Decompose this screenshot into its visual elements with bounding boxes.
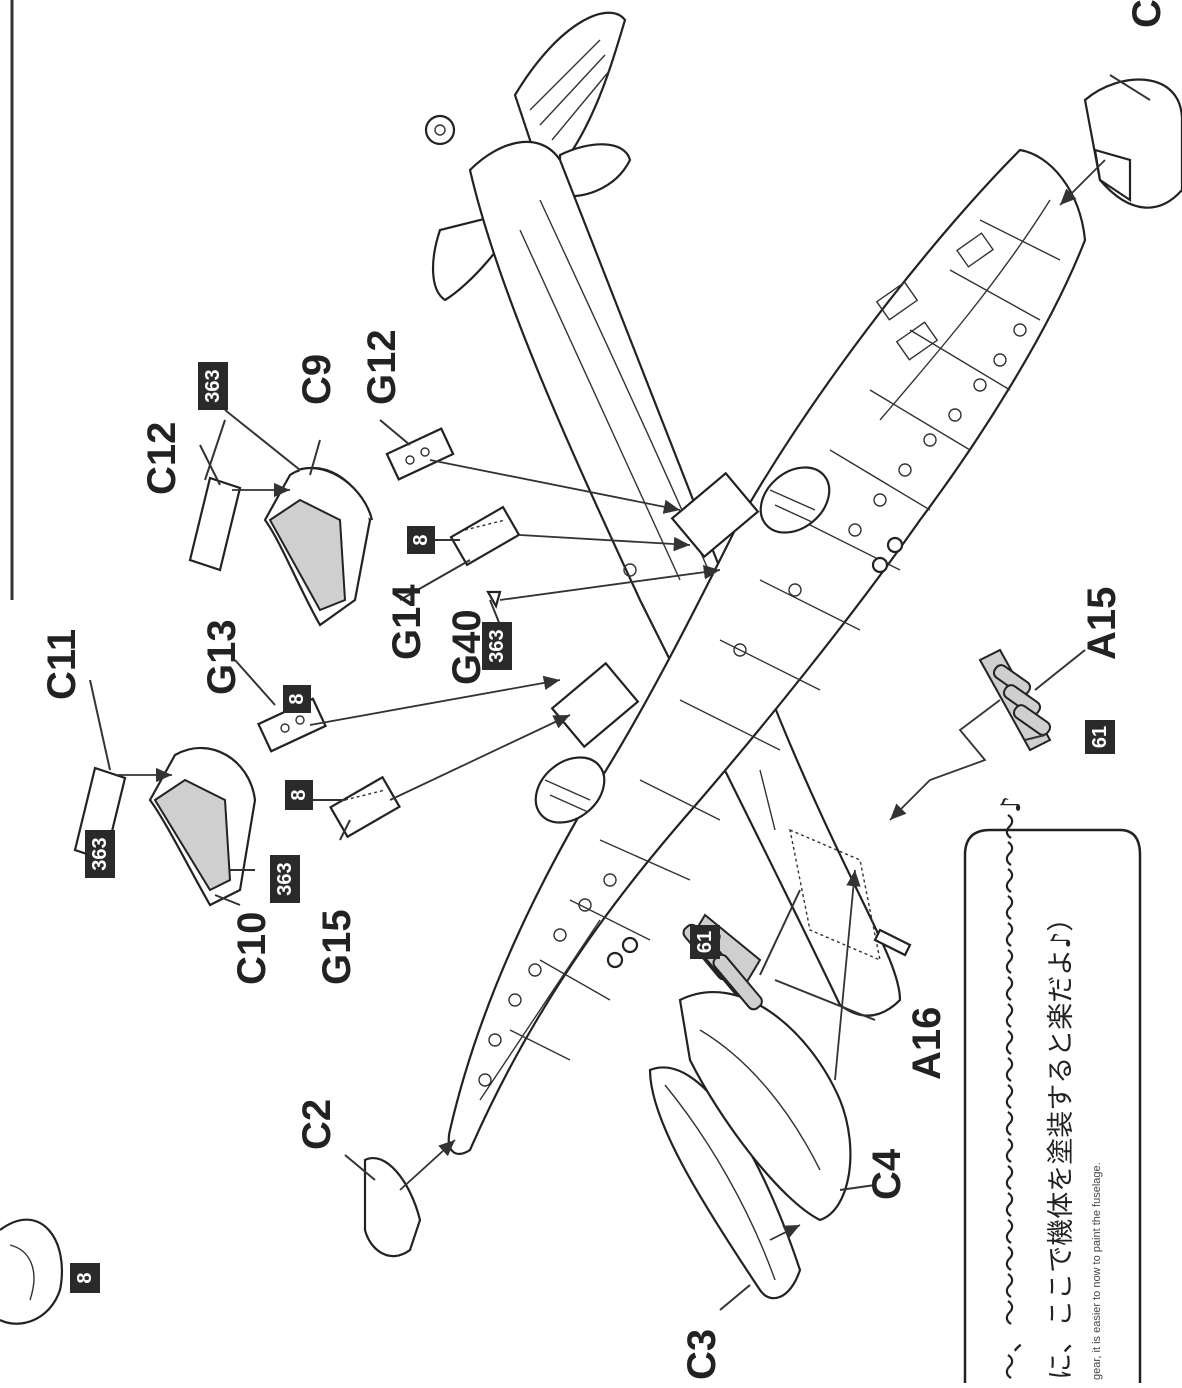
svg-text:61: 61 — [694, 931, 716, 953]
label-c4: C4 — [865, 1148, 909, 1200]
part-g12 — [385, 427, 681, 514]
paint-code-8-g15: 8 — [285, 780, 313, 810]
label-c3: C3 — [680, 1329, 724, 1380]
part-c10-gear-bay — [148, 746, 257, 907]
paint-code-61-a16: 61 — [690, 925, 720, 959]
wheel-well-right — [759, 466, 831, 534]
label-c9: C9 — [295, 354, 339, 405]
label-g40: G40 — [445, 609, 489, 685]
aircraft-wing — [447, 148, 1087, 1155]
part-labels: C1 C2 C3 C4 C9 C10 C11 C12 G12 G13 G14 G… — [40, 0, 1169, 1380]
part-c4-cowling-half — [678, 869, 861, 1222]
svg-text:61: 61 — [1089, 726, 1111, 748]
note-line-1: 〜、〜〜〜〜〜〜〜〜〜〜〜〜〜〜〜〜〜〜〜♪ — [996, 796, 1027, 1380]
svg-text:363: 363 — [274, 862, 296, 895]
paint-code-61-a15: 61 — [1085, 720, 1115, 754]
label-c2: C2 — [295, 1099, 339, 1150]
paint-code-badges: 8 8 8 8 363 363 363 363 — [70, 362, 1115, 1293]
note-line-2: に、ここで機体を塗装すると楽だよ♪） — [1046, 905, 1077, 1380]
label-c10: C10 — [230, 912, 274, 985]
paint-code-363-g40: 363 — [482, 622, 512, 670]
label-a16: A16 — [905, 1007, 949, 1080]
fuselage-body — [468, 140, 902, 1017]
label-c11: C11 — [40, 629, 84, 700]
part-c12-panel — [188, 476, 290, 572]
leader-lines — [89, 74, 1151, 1311]
part-c9-gear-bay — [263, 466, 374, 627]
label-g15: G15 — [315, 909, 359, 985]
paint-code-363-c10: 363 — [270, 855, 300, 903]
tail-wheel — [424, 114, 456, 146]
svg-text:8: 8 — [288, 789, 310, 800]
svg-text:8: 8 — [74, 1272, 96, 1283]
label-a15: A15 — [1080, 587, 1124, 660]
part-a15-exhaust — [889, 648, 1052, 821]
paint-code-363-c11: 363 — [85, 830, 115, 878]
svg-text:8: 8 — [286, 693, 308, 704]
label-c1: C1 — [1125, 0, 1169, 28]
paint-code-363-c12: 363 — [198, 362, 228, 410]
label-g12: G12 — [360, 329, 404, 405]
part-c2-wingtip — [363, 1139, 456, 1258]
svg-text:363: 363 — [202, 369, 224, 402]
label-g13: G13 — [200, 619, 244, 695]
svg-text:8: 8 — [410, 534, 432, 545]
note-line-3: gear, it is easier to now to paint the f… — [1091, 1162, 1103, 1380]
svg-text:363: 363 — [89, 837, 111, 870]
painting-tip-note: 〜、〜〜〜〜〜〜〜〜〜〜〜〜〜〜〜〜〜〜〜♪ に、ここで機体を塗装すると楽だよ♪… — [963, 796, 1142, 1383]
label-g14: G14 — [385, 584, 429, 660]
label-c12: C12 — [140, 422, 184, 495]
part-g15 — [329, 714, 571, 839]
paint-code-8-top: 8 — [70, 1263, 100, 1293]
aircraft-fuselage — [424, 11, 912, 1017]
part-g14 — [449, 505, 691, 567]
svg-text:363: 363 — [486, 629, 508, 662]
wheel-fragment — [0, 1218, 63, 1325]
part-g40 — [486, 565, 721, 609]
paint-code-8-g13: 8 — [283, 685, 311, 713]
landing-gear-bay-left — [550, 661, 640, 749]
paint-code-8-g14: 8 — [407, 526, 435, 554]
part-c1-spinner-cap — [1059, 78, 1182, 209]
